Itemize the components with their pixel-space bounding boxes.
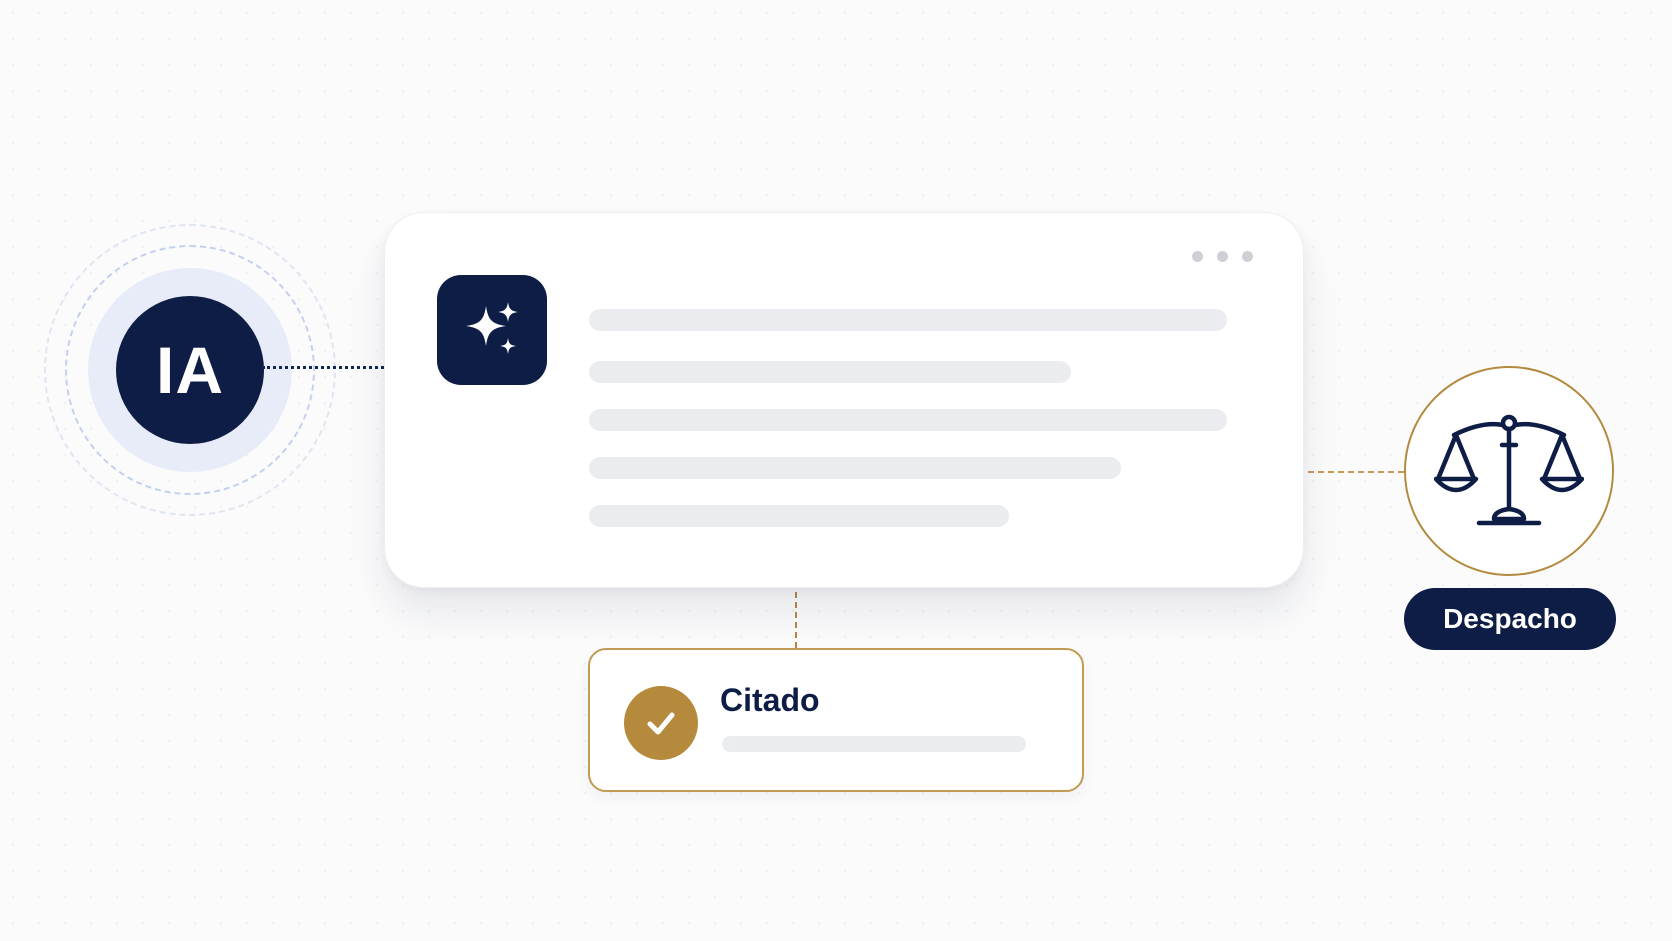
despacho-node[interactable]: [1404, 366, 1614, 576]
status-card-citado[interactable]: Citado: [588, 648, 1084, 792]
status-label: Citado: [720, 682, 820, 718]
ai-node: IA: [40, 220, 340, 520]
scales-of-justice-icon: [1434, 414, 1584, 526]
ai-connector: [262, 366, 384, 369]
ai-outer-ring: [44, 224, 336, 516]
placeholder-line: [589, 457, 1121, 479]
more-horizontal-icon[interactable]: [1192, 251, 1253, 262]
placeholder-line: [589, 505, 1009, 527]
ai-middle-ring: [65, 245, 315, 495]
despacho-connector: [1308, 471, 1404, 473]
check-circle-icon: [624, 686, 698, 760]
status-connector: [795, 592, 797, 648]
placeholder-line: [589, 309, 1227, 331]
sparkles-icon: [437, 275, 547, 385]
ai-badge[interactable]: IA: [116, 296, 264, 444]
placeholder-line: [589, 409, 1227, 431]
placeholder-line: [722, 736, 1026, 752]
document-card[interactable]: [384, 212, 1304, 588]
placeholder-line: [589, 361, 1071, 383]
despacho-label[interactable]: Despacho: [1404, 588, 1616, 650]
